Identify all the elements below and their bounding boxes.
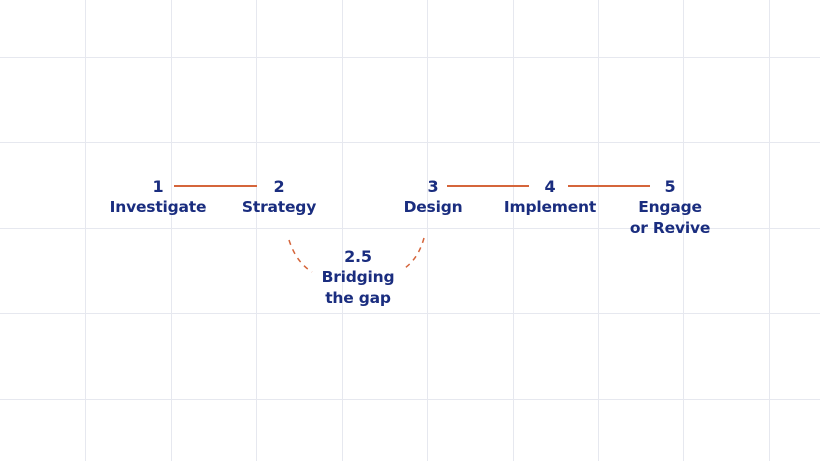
grid-line xyxy=(0,142,820,143)
grid-line xyxy=(683,0,684,461)
step-number: 2.5 xyxy=(344,247,372,266)
grid-line xyxy=(0,399,820,400)
connector-4-5 xyxy=(568,185,650,187)
step-bridging-the-gap: 2.5 Bridging the gap xyxy=(322,246,395,309)
step-design: 3 Design xyxy=(404,176,463,218)
step-label-line1: Engage xyxy=(638,198,702,216)
step-strategy: 2 Strategy xyxy=(242,176,316,218)
step-label-line1: Bridging xyxy=(321,268,395,286)
grid-line xyxy=(513,0,514,461)
step-label: Implement xyxy=(503,198,597,216)
step-number: 2 xyxy=(273,177,285,196)
step-label: Investigate xyxy=(109,198,207,216)
grid-line xyxy=(769,0,770,461)
grid-line xyxy=(256,0,257,461)
grid-line xyxy=(0,313,820,314)
step-implement: 4 Implement xyxy=(504,176,596,218)
step-engage-or-revive: 5 Engage or Revive xyxy=(629,176,711,239)
step-label-line2: the gap xyxy=(325,289,391,307)
step-number: 3 xyxy=(427,177,439,196)
connector-3-4 xyxy=(447,185,529,187)
step-label: Design xyxy=(403,198,463,216)
grid-line xyxy=(85,0,86,461)
grid-line xyxy=(427,0,428,461)
step-label-line2: or Revive xyxy=(629,219,711,237)
step-number: 4 xyxy=(544,177,556,196)
grid-line xyxy=(0,57,820,58)
grid-line xyxy=(171,0,172,461)
step-investigate: 1 Investigate xyxy=(110,176,207,218)
grid-line xyxy=(342,0,343,461)
grid-line xyxy=(598,0,599,461)
connector-1-2 xyxy=(174,185,257,187)
step-number: 1 xyxy=(152,177,164,196)
grid-line xyxy=(0,228,820,229)
step-label: Strategy xyxy=(241,198,317,216)
step-number: 5 xyxy=(664,177,676,196)
